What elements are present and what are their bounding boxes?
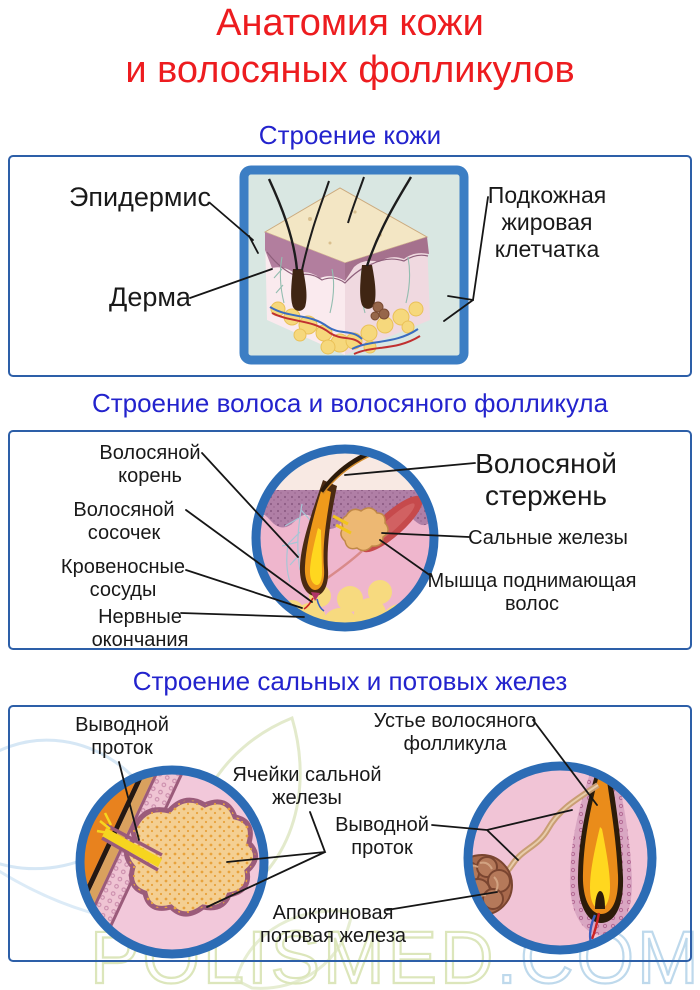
leader-line-hair-shaft xyxy=(344,462,476,476)
label-blood-vessels: Кровеносные сосуды xyxy=(60,556,186,601)
label-epidermis: Эпидермис xyxy=(68,182,212,212)
leader-line-apocrine-gland xyxy=(386,891,498,911)
section-title-glands: Строение сальных и потовых желез xyxy=(132,666,568,696)
leader-line-duct-right xyxy=(431,809,573,861)
label-follicle-mouth: Устье волосяного фолликула xyxy=(373,710,537,755)
page-title-line2: и волосяных фолликулов xyxy=(125,49,575,91)
label-hair-root: Волосяной корень xyxy=(99,442,201,487)
sebaceous-gland-shape xyxy=(332,507,389,552)
leader-lines-hair xyxy=(180,452,476,618)
page-title-line1: Анатомия кожи xyxy=(216,2,484,44)
label-subcutaneous-fat: Подкожная жировая клетчатка xyxy=(487,182,607,262)
leader-line-arrector-muscle xyxy=(379,539,432,577)
glands-illustration xyxy=(75,719,657,959)
label-sebaceous-cells: Ячейки сальной железы xyxy=(232,764,382,809)
leader-line-blood-vessels xyxy=(185,569,303,609)
skin-structure-panel: Эпидермис Дерма Подкожная жировая клетча… xyxy=(8,155,692,377)
nerve-branches xyxy=(281,503,311,583)
label-derma: Дерма xyxy=(109,282,191,312)
leader-line-nerve-endings xyxy=(180,612,305,618)
skin-cube-illustration xyxy=(189,165,489,365)
hair-follicle-panel: Волосяной корень Волосяной сосочек Крове… xyxy=(8,430,692,651)
leader-line-epidermis xyxy=(209,202,254,241)
leader-line-duct-left xyxy=(118,761,140,841)
leader-line-derma xyxy=(189,268,273,299)
label-duct-right: Выводной проток xyxy=(335,814,429,859)
leader-line-sebaceous-cells xyxy=(206,811,327,908)
leader-line-sebaceous-glands xyxy=(381,532,470,538)
label-hair-papilla: Волосяной сосочек xyxy=(73,499,175,544)
leader-lines-glands xyxy=(118,719,598,911)
label-duct-left: Выводной проток xyxy=(75,714,169,759)
label-hair-shaft: Волосяной стержень xyxy=(475,448,617,511)
leader-line-hair-papilla xyxy=(185,509,313,603)
label-sebaceous-glands: Сальные железы xyxy=(468,527,628,549)
circle-ring xyxy=(251,444,439,632)
hair-shaft-shape xyxy=(319,449,405,494)
section-title-hair-follicle: Строение волоса и волосяного фолликула xyxy=(91,388,609,418)
leader-line-follicle-mouth xyxy=(532,719,598,806)
page-title: Анатомия кожи и волосяных фолликулов xyxy=(0,0,700,94)
leader-line-subcutaneous-fat xyxy=(443,196,489,322)
hair-follicle-illustration xyxy=(180,444,476,632)
label-apocrine-gland: Апокриновая потовая железа xyxy=(260,902,406,947)
leader-lines-skin xyxy=(189,196,489,322)
circle-ring xyxy=(463,761,657,955)
sweat-gland-circle xyxy=(463,761,657,955)
label-nerve-endings: Нервные окончания xyxy=(91,606,189,651)
leader-line-hair-root xyxy=(201,452,299,558)
glands-panel: Выводной проток Ячейки сальной железы Ус… xyxy=(8,705,692,962)
hair-follicle-shape xyxy=(299,480,337,612)
section-title-skin: Строение кожи xyxy=(258,120,442,150)
label-arrector-muscle: Мышца поднимающая волос xyxy=(427,570,637,615)
circle-ring xyxy=(75,765,269,959)
